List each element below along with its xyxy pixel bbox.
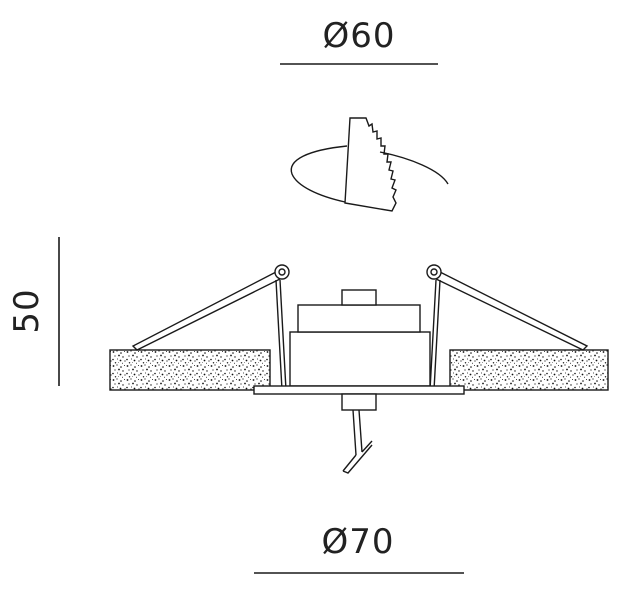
ceiling-panel-right (449, 349, 609, 391)
housing-left-wall (275, 279, 287, 391)
spring-clip-right (426, 264, 589, 351)
rotation-arc-back (290, 145, 348, 203)
outer-diameter-label: Ø70 (321, 522, 394, 562)
lamp-top-knob (341, 289, 377, 306)
lamp-cap (297, 304, 421, 333)
connector-block (341, 393, 377, 411)
ceiling-panel-left (109, 349, 271, 391)
power-cable (342, 409, 373, 474)
lamp-body (289, 331, 431, 387)
spring-clip-left (131, 264, 290, 351)
serrated-tab (344, 117, 397, 212)
cutout-diameter-label: Ø60 (322, 16, 395, 56)
trim-flange (253, 385, 465, 395)
housing-right-wall (429, 279, 441, 391)
height-label: 50 (7, 288, 47, 333)
rotation-detail (290, 117, 449, 212)
luminaire-housing (253, 279, 465, 411)
